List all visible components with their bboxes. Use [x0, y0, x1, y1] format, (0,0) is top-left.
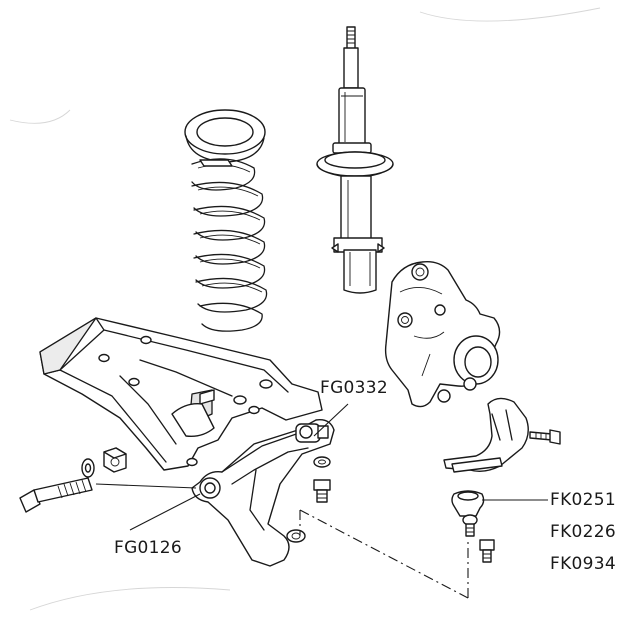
- shock-absorber-strut: [316, 26, 394, 294]
- ball-joint: [451, 490, 485, 537]
- arm-bolt-and-washer: [313, 456, 331, 503]
- lower-control-arm: [191, 419, 335, 567]
- ball-joint-bolt: [479, 539, 495, 563]
- pivot-bolt-assembly: [19, 447, 127, 513]
- label-fk0226: FK0226: [550, 522, 616, 542]
- coil-spring: [184, 109, 268, 332]
- label-fk0251: FK0251: [550, 490, 616, 510]
- sketch-texture: [9, 7, 601, 611]
- assembly-centre-lines: [299, 509, 469, 599]
- label-fg0332: FG0332: [320, 378, 389, 398]
- leader-lines: [95, 403, 548, 531]
- subframe: [39, 317, 323, 471]
- label-fk0934: FK0934: [550, 554, 616, 574]
- label-fg0126: FG0126: [114, 538, 183, 558]
- steering-knuckle: [384, 260, 501, 408]
- shield-bolt: [529, 429, 561, 445]
- dust-shield-bracket: [443, 397, 529, 473]
